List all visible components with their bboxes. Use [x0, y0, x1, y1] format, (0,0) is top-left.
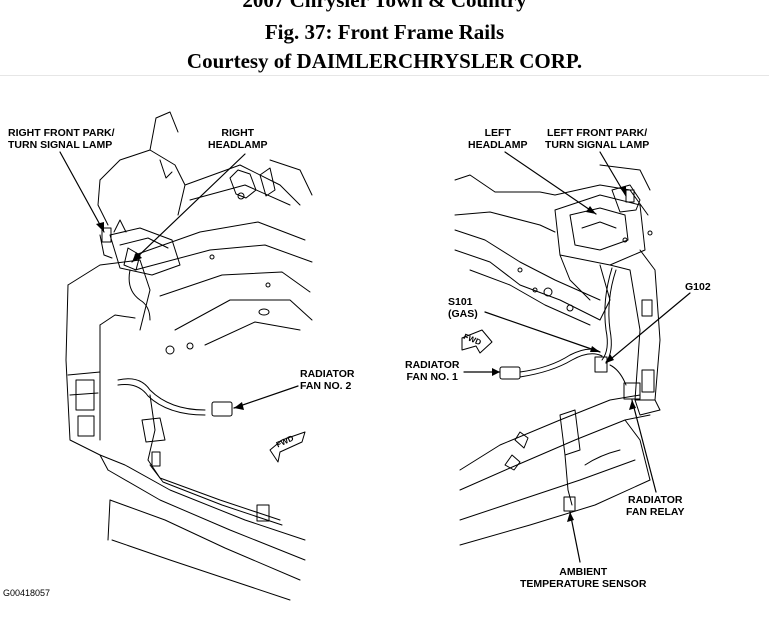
label-g102: G102	[685, 281, 711, 293]
label-left-front-park-lamp: LEFT FRONT PARK/ TURN SIGNAL LAMP	[545, 127, 650, 151]
label-right-headlamp: RIGHT HEADLAMP	[208, 127, 268, 151]
right-side-frame-drawing	[65, 111, 313, 601]
header-vehicle: 2007 Chrysler Town & Country	[242, 0, 527, 12]
label-radiator-fan-2: RADIATOR FAN NO. 2	[300, 368, 355, 392]
figure-id: G00418057	[3, 588, 51, 598]
left-side-frame-drawing	[454, 164, 661, 546]
label-ambient-temperature-sensor: AMBIENT TEMPERATURE SENSOR	[520, 566, 647, 590]
fwd-arrow-left	[269, 431, 306, 463]
label-radiator-fan-1: RADIATOR FAN NO. 1	[405, 359, 460, 383]
label-left-headlamp: LEFT HEADLAMP	[468, 127, 528, 151]
label-right-front-park-lamp: RIGHT FRONT PARK/ TURN SIGNAL LAMP	[8, 127, 115, 151]
label-radiator-fan-relay: RADIATOR FAN RELAY	[626, 494, 685, 518]
fwd-arrow-right	[461, 329, 493, 354]
header-figure-title: Fig. 37: Front Frame Rails	[264, 20, 505, 44]
header-divider	[0, 75, 769, 76]
callout-arrowheads	[96, 186, 636, 522]
header-courtesy: Courtesy of DAIMLERCHRYSLER CORP.	[186, 49, 583, 73]
label-s101: S101 (GAS)	[448, 296, 478, 320]
